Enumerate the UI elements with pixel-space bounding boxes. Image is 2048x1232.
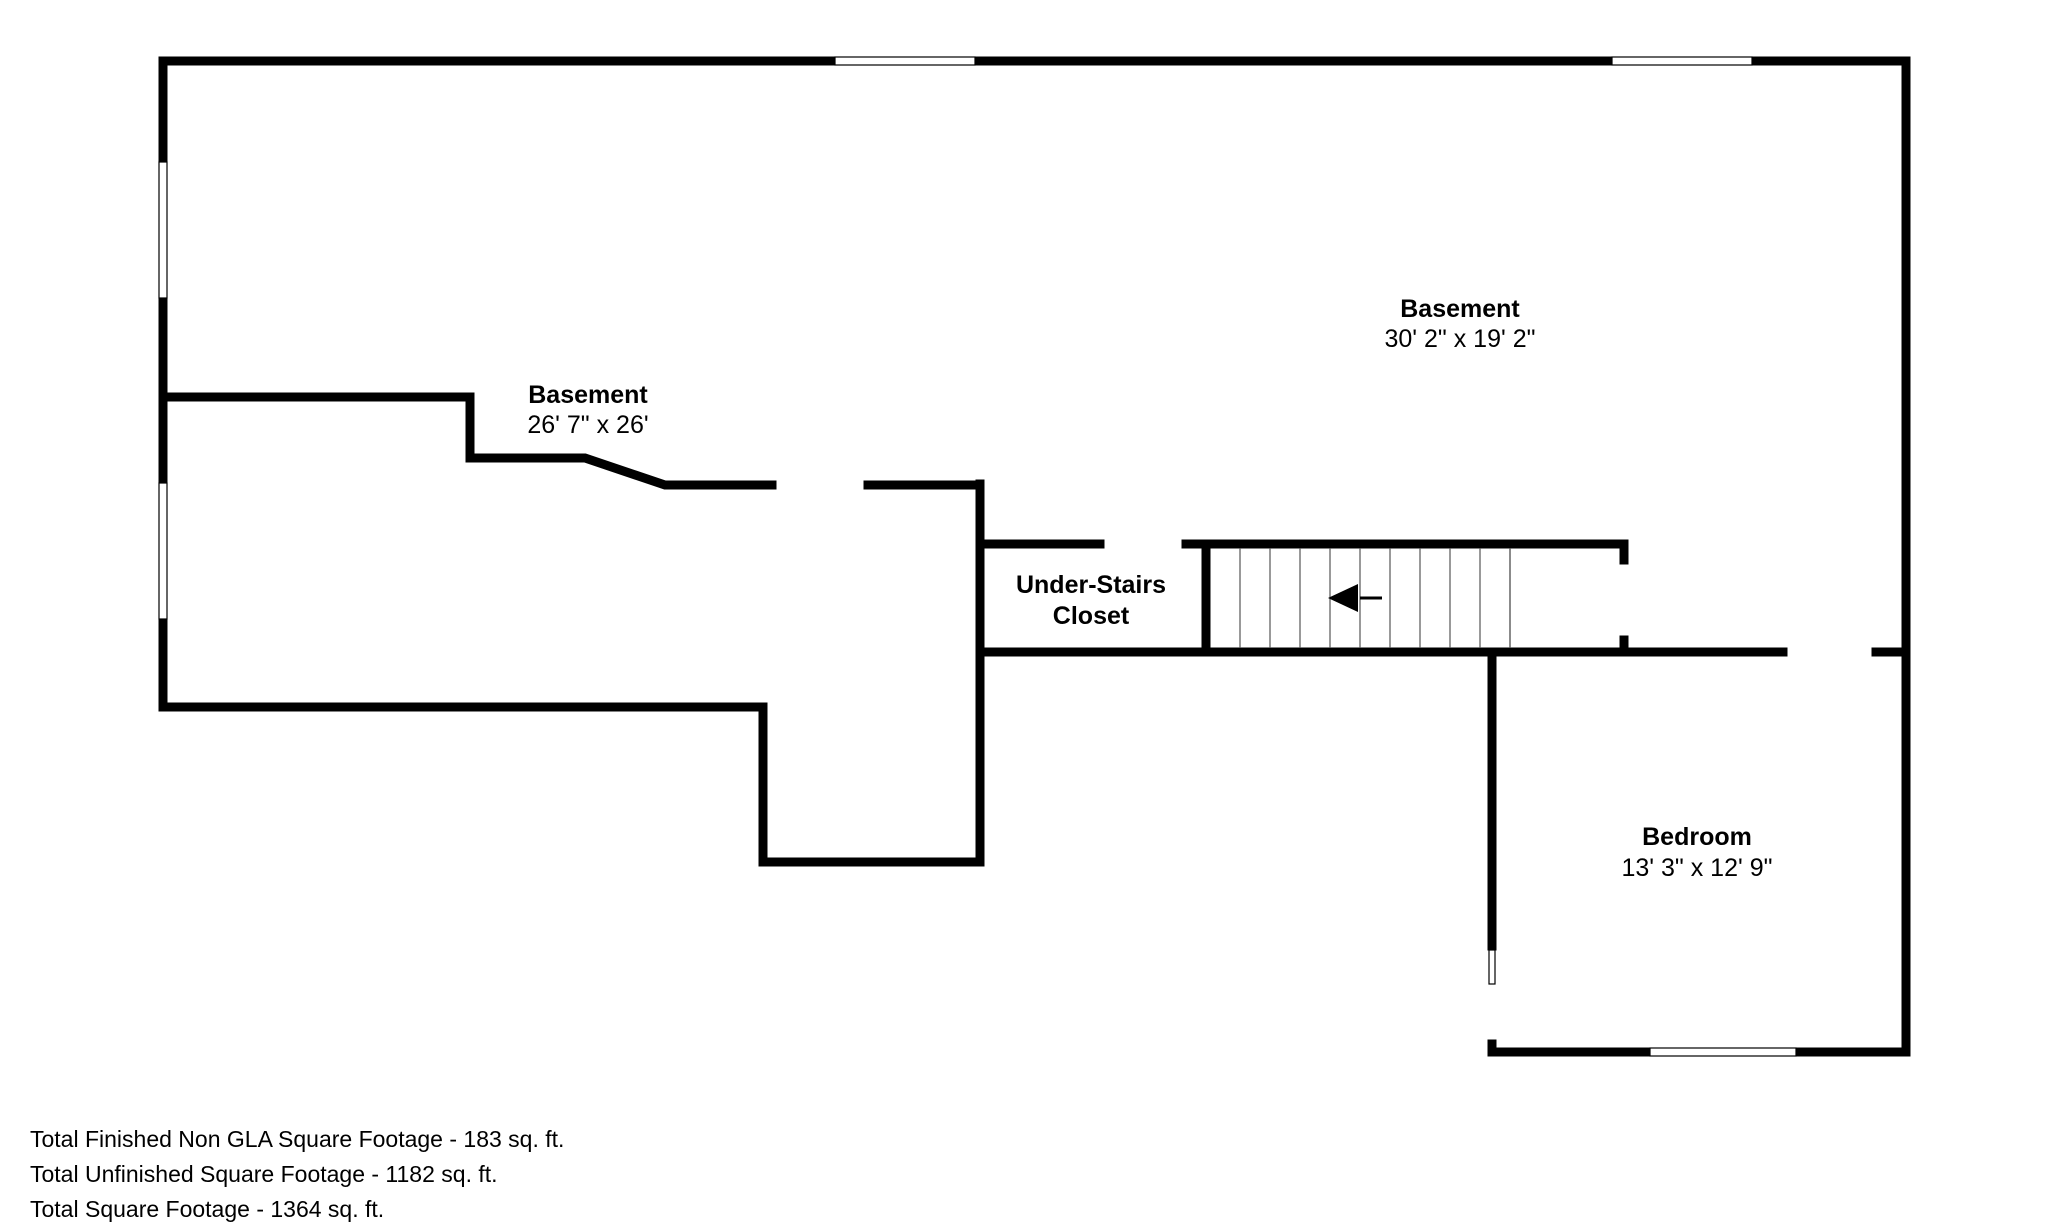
- room-name-bedroom: Bedroom: [1642, 823, 1752, 851]
- room-dimensions-basement-main: 30' 2" x 19' 2": [1384, 325, 1535, 353]
- room-name-closet-line2: Closet: [1053, 602, 1130, 630]
- footage-finished-non-gla: Total Finished Non GLA Square Footage - …: [30, 1126, 565, 1152]
- window-left-upper: [158, 161, 168, 299]
- room-name-basement-left: Basement: [528, 381, 648, 409]
- room-name-closet-line1: Under-Stairs: [1016, 571, 1166, 599]
- room-dimensions-bedroom: 13' 3" x 12' 9": [1621, 854, 1772, 882]
- basement-left-outline: [158, 479, 985, 867]
- room-name-basement-main: Basement: [1400, 295, 1520, 323]
- interior-wall-upper-left: [158, 392, 777, 490]
- bedroom-door-jamb: [1488, 949, 1496, 985]
- footage-total: Total Square Footage - 1364 sq. ft.: [30, 1196, 385, 1222]
- window-bedroom-bottom: [1649, 1047, 1797, 1057]
- arrow-left-icon: [1328, 584, 1382, 612]
- footage-unfinished: Total Unfinished Square Footage - 1182 s…: [30, 1161, 498, 1187]
- window-left-lower: [158, 482, 168, 620]
- room-dimensions-basement-left: 26' 7" x 26': [527, 411, 648, 439]
- window-top-right: [1611, 56, 1753, 66]
- window-top-left: [834, 56, 976, 66]
- stair-wall-top: [1181, 539, 1629, 565]
